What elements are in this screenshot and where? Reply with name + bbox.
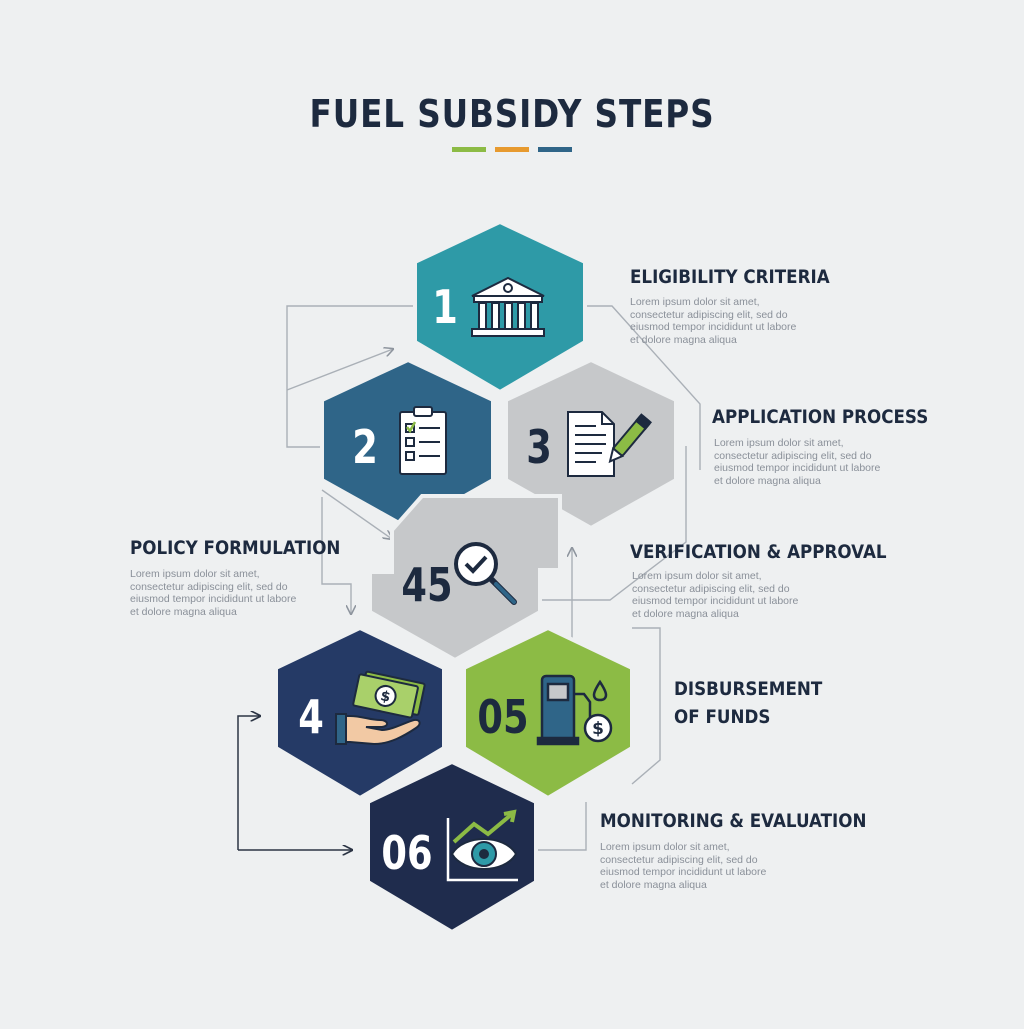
checklist-icon [399, 406, 447, 475]
step-05-number: 05 [477, 690, 529, 744]
document-pen-icon [567, 411, 653, 477]
page-title: FUEL SUBSIDY STEPS [309, 92, 715, 136]
step-1-description: Lorem ipsum dolor sit amet, consectetur … [630, 296, 797, 346]
connector-2-diagonal [321, 489, 392, 539]
svg-text:$: $ [592, 719, 604, 739]
step-4-number: 4 [298, 690, 324, 744]
step-45-number: 45 [401, 558, 453, 612]
money-hand-icon: $ [335, 670, 426, 746]
step-1-number: 1 [432, 280, 458, 334]
step-06-description: Lorem ipsum dolor sit amet, consectetur … [600, 841, 767, 891]
title-underline-blue [538, 147, 572, 152]
step-05-label-line-2: OF FUNDS [674, 706, 771, 728]
hexagon-step-4 [274, 625, 446, 801]
step-2-label: POLICY FORMULATION [130, 537, 341, 559]
svg-text:$: $ [379, 688, 392, 706]
step-1-label: ELIGIBILITY CRITERIA [630, 266, 830, 288]
step-3-description: Lorem ipsum dolor sit amet, consectetur … [714, 437, 881, 487]
connector-left-arrow-up [286, 349, 393, 391]
hexagon-step-06 [366, 759, 538, 935]
connector-06-right [536, 802, 587, 851]
step-2-description: Lorem ipsum dolor sit amet, consectetur … [130, 568, 297, 618]
step-2-number: 2 [352, 420, 378, 474]
step-05-label-line-1: DISBURSEMENT [674, 678, 823, 700]
step-45-description: Lorem ipsum dolor sit amet, consectetur … [632, 570, 799, 620]
connector-2-to-45 [321, 497, 351, 614]
connector-1-to-2 [286, 305, 418, 448]
fuel-pump-dollar-icon: $ [536, 674, 613, 746]
title-underline-green [452, 147, 486, 152]
magnifier-check-icon [454, 542, 517, 605]
step-06-number: 06 [381, 826, 433, 880]
title-underline-orange [495, 147, 529, 152]
step-45-label: VERIFICATION & APPROVAL [630, 541, 887, 563]
loop-arrows [237, 716, 352, 850]
connector-3-right [540, 446, 687, 601]
bank-icon [471, 276, 545, 337]
loop-arrow-up [237, 716, 260, 850]
connector-05-right [631, 627, 661, 785]
step-3-label: APPLICATION PROCESS [712, 406, 929, 428]
connector-right-top [584, 305, 701, 470]
step-06-label: MONITORING & EVALUATION [600, 810, 867, 832]
step-3-number: 3 [526, 420, 552, 474]
eye-chart-icon [446, 809, 518, 882]
